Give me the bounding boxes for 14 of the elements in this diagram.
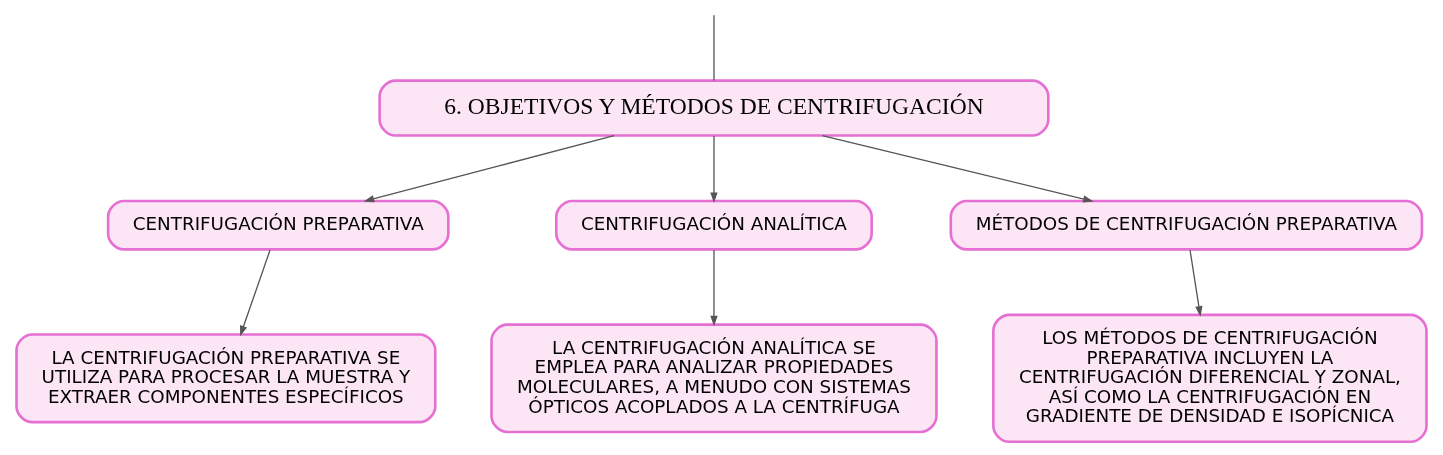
node-box: LA CENTRIFUGACIÓN ANALÍTICA SE EMPLEA PARA ANALIZAR PROPIEDADES MOLECULARES, A MENUDO CON SISTEMAS ÓPTICOS ACOPLADOS A LA CENTRÍFUGA <box>490 322 938 433</box>
node-box: CENTRIFUGACIÓN ANALÍTICA <box>555 199 873 251</box>
arrow <box>710 134 718 203</box>
node-box: MÉTODOS DE CENTRIFUGACIÓN PREPARATIVA <box>949 199 1424 251</box>
arrow <box>710 248 718 326</box>
connector <box>713 14 715 81</box>
node-box: LA CENTRIFUGACIÓN PREPARATIVA SE UTILIZA PARA PROCESAR LA MUESTRA Y EXTRAER COMPONENTES ESPECÍFICOS <box>15 332 437 423</box>
node-box: CENTRIFUGACIÓN PREPARATIVA <box>106 199 450 251</box>
node-box: 6. OBJETIVOS Y MÉTODOS DE CENTRIFUGACIÓN <box>378 78 1050 137</box>
arrow <box>821 134 1094 202</box>
arrow <box>363 134 615 202</box>
arrow <box>1189 248 1203 317</box>
node-box: LOS MÉTODOS DE CENTRIFUGACIÓN PREPARATIVA INCLUYEN LA CENTRIFUGACIÓN DIFERENCIAL Y ZONAL, ASÍ COMO LA CENTRIFUGACIÓN EN GRADIENTE DE DENSIDAD E ISOPÍCNICA <box>992 313 1428 443</box>
arrow <box>240 248 271 336</box>
